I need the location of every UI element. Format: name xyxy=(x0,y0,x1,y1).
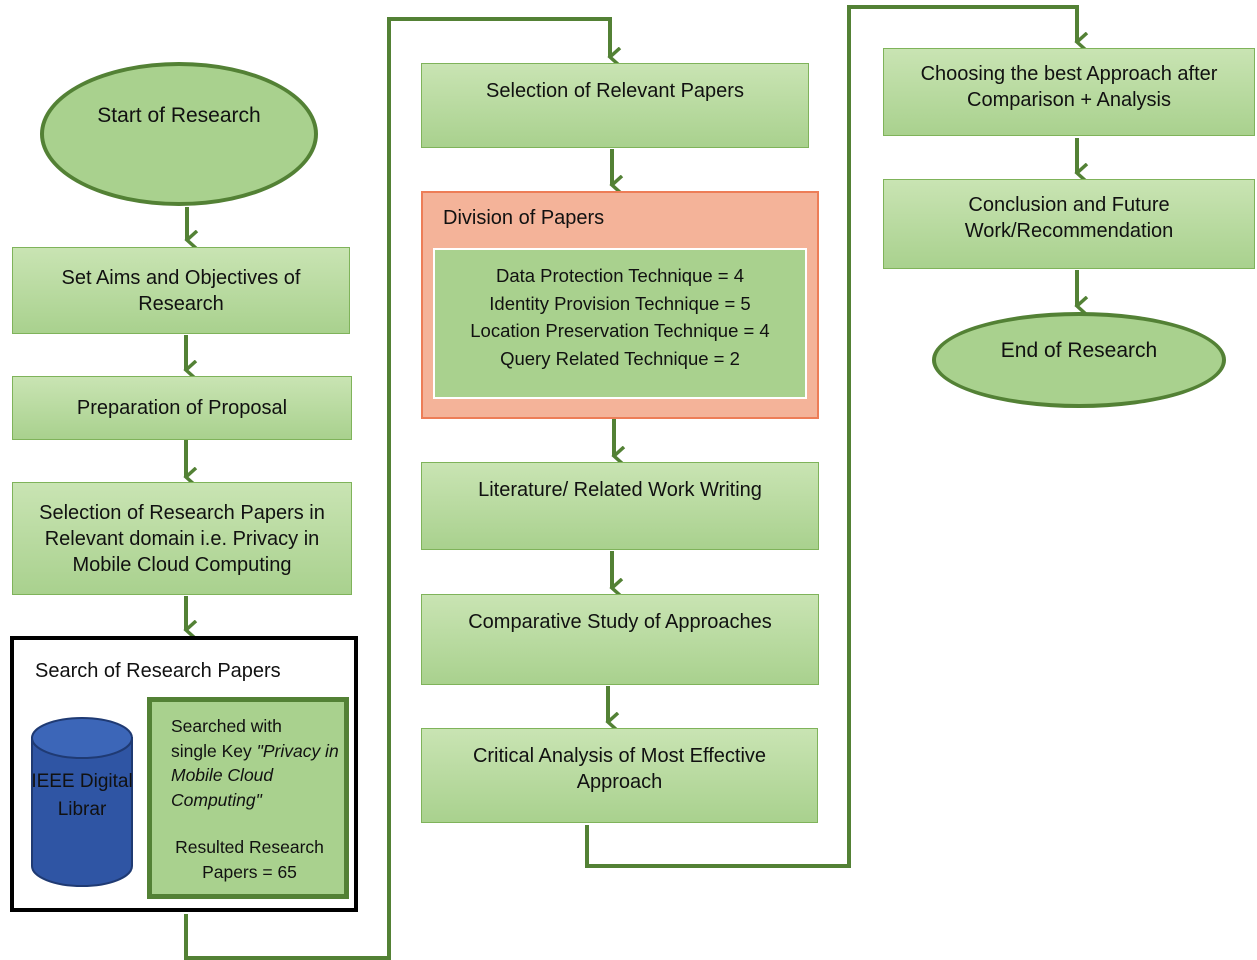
aims-label: Set Aims and Objectives of Research xyxy=(61,266,301,315)
critical-box: Critical Analysis of Most Effective Appr… xyxy=(421,728,818,823)
start-label: Start of Research xyxy=(97,104,261,127)
best-approach-label: Choosing the best Approach after Compari… xyxy=(920,63,1218,111)
literature-box: Literature/ Related Work Writing xyxy=(421,462,819,550)
division-box: Division of Papers Data Protection Techn… xyxy=(421,191,819,419)
comparative-label: Comparative Study of Approaches xyxy=(468,611,772,633)
conclusion-box: Conclusion and Future Work/Recommendatio… xyxy=(883,179,1255,269)
start-node: Start of Research xyxy=(40,62,318,206)
critical-label: Critical Analysis of Most Effective Appr… xyxy=(472,745,767,793)
proposal-box: Preparation of Proposal xyxy=(12,376,352,440)
division-list: Data Protection Technique = 4 Identity P… xyxy=(433,248,807,399)
relevant-papers-label: Selection of Relevant Papers xyxy=(486,80,744,102)
division-item: Location Preservation Technique = 4 xyxy=(470,320,770,341)
search-result: Resulted Research Papers = 65 xyxy=(175,837,324,882)
end-label: End of Research xyxy=(1000,339,1158,362)
search-title: Search of Research Papers xyxy=(35,660,281,682)
connector-critical-to-best xyxy=(585,5,1077,868)
division-title: Division of Papers xyxy=(443,207,605,229)
relevant-papers-box: Selection of Relevant Papers xyxy=(421,63,809,148)
connector-search-to-relevant xyxy=(184,17,610,960)
database-cylinder-icon xyxy=(31,717,133,887)
searched-key: "Privacy in Mobile Cloud Computing" xyxy=(171,740,339,810)
division-item: Identity Provision Technique = 5 xyxy=(489,292,751,314)
division-item: Data Protection Technique = 4 xyxy=(495,265,745,286)
best-approach-box: Choosing the best Approach after Compari… xyxy=(883,48,1255,136)
database-label: IEEE Digital Librar xyxy=(31,771,133,820)
division-item: Query Related Technique = 2 xyxy=(500,347,740,369)
conclusion-label: Conclusion and Future Work/Recommendatio… xyxy=(964,194,1174,242)
selection-domain-label: Selection of Research Papers in Relevant… xyxy=(39,501,325,576)
aims-box: Set Aims and Objectives of Research xyxy=(12,247,350,334)
proposal-label: Preparation of Proposal xyxy=(76,397,288,419)
searched-line1: Searched with xyxy=(171,716,282,736)
comparative-box: Comparative Study of Approaches xyxy=(421,594,819,685)
end-node: End of Research xyxy=(932,312,1226,408)
search-papers-box: Search of Research Papers IEEE Digital L… xyxy=(10,636,358,912)
selection-domain-box: Selection of Research Papers in Relevant… xyxy=(12,482,352,595)
searched-key-prefix: single Key xyxy=(171,740,257,761)
searched-line2: single Key "Privacy in Mobile Cloud Comp… xyxy=(171,739,344,813)
search-details-box: Searched with single Key "Privacy in Mob… xyxy=(147,697,349,899)
literature-label: Literature/ Related Work Writing xyxy=(478,479,762,501)
